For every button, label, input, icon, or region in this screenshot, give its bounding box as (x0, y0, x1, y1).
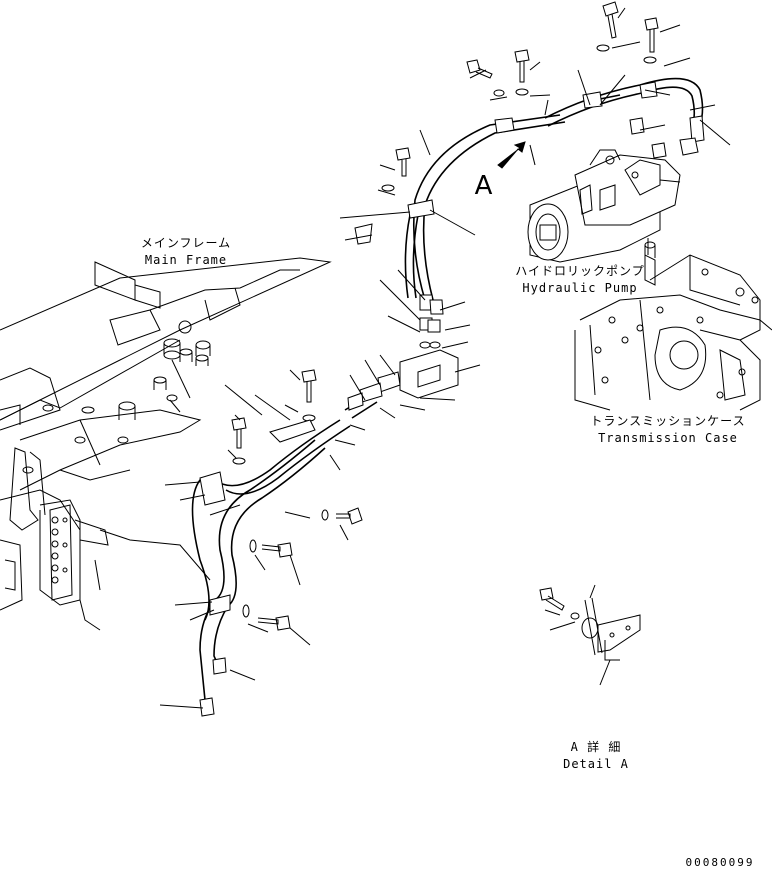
transmission-case-label-jp: トランスミッションケース (590, 414, 746, 428)
bolts (231, 1, 659, 631)
hydraulic-pump-label-jp: ハイドロリックポンプ (515, 264, 645, 278)
transmission-case-label-en: Transmission Case (598, 431, 738, 445)
control-valve (0, 447, 211, 631)
transmission-case (574, 241, 772, 411)
detail-a-label-jp: A 詳 細 (570, 740, 622, 754)
view-arrow (497, 141, 526, 169)
view-marker-a: A (474, 171, 494, 201)
detail-a-clamp (581, 597, 641, 661)
detail-a-label-en: Detail A (563, 757, 629, 771)
hydraulic-pump-label-en: Hydraulic Pump (522, 281, 638, 295)
main-frame-label-jp: メインフレーム (140, 236, 232, 250)
hydraulic-pump (527, 149, 681, 263)
main-frame-label-en: Main Frame (144, 253, 228, 267)
fittings (199, 81, 705, 717)
main-frame (0, 257, 332, 531)
leader-lines (94, 7, 731, 709)
drawing-number: 00080099 (685, 856, 755, 869)
